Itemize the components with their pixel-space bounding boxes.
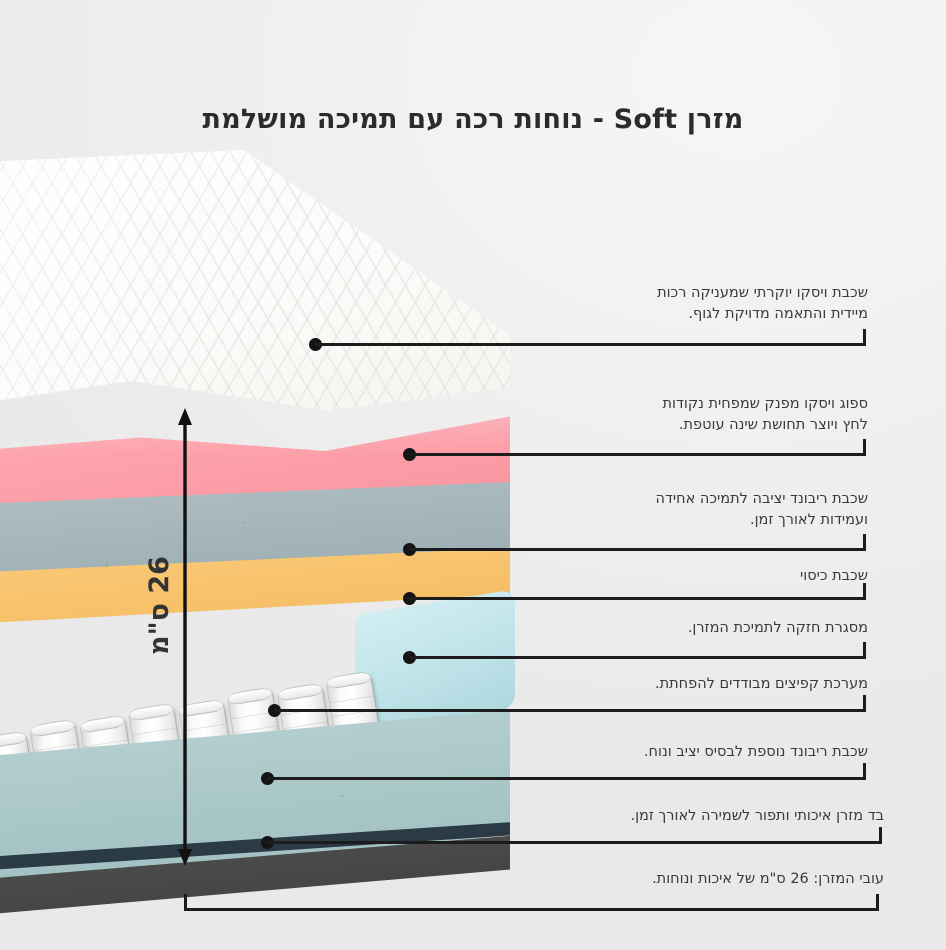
- callout-leader-line: [409, 656, 866, 659]
- callout-leader-line: [315, 343, 866, 346]
- callout-leader-end: [863, 583, 866, 599]
- callout-leader-line: [267, 777, 866, 780]
- callout-mattress-fabric: בד מזרן איכותי ותפור לשמירה לאורך זמן.: [258, 806, 884, 856]
- callout-text: שכבת ריבונד יציבה לתמיכה אחידה ועמידות ל…: [655, 491, 868, 529]
- callout-total-thickness: עובי המזרן: 26 ס"מ של איכות ונוחות.: [184, 869, 884, 919]
- callout-leader-start: [184, 894, 187, 910]
- callout-leader-end: [863, 329, 866, 345]
- callout-text: שכבת ריבונד נוספת לבסיס יציב ונוח.: [643, 744, 868, 760]
- callout-text: ספוג ויסקו מפנק שמפחית נקודות לחץ ויוצר …: [662, 396, 868, 434]
- double-arrow-vertical-icon: [172, 408, 198, 866]
- page-title: מזרן Soft - נוחות רכה עם תמיכה מושלמת: [202, 104, 744, 135]
- callout-visco-top: שכבת ויסקו יוקרתי שמעניקה רכות מיידית וה…: [300, 283, 868, 353]
- callout-rebond-lower: שכבת ריבונד נוספת לבסיס יציב ונוח.: [258, 742, 868, 792]
- callout-rebond-upper: שכבת ריבונד יציבה לתמיכה אחידה ועמידות ל…: [400, 489, 868, 559]
- callout-text: מערכת קפיצים מבודדים להפחתת.: [655, 676, 868, 692]
- callout-leader-line: [274, 709, 866, 712]
- thickness-label: 26 ס"מ: [143, 556, 175, 655]
- callout-leader-line: [409, 548, 866, 551]
- callout-leader-end: [863, 695, 866, 711]
- callout-leader-end: [879, 827, 882, 843]
- callout-visco-foam: ספוג ויסקו מפנק שמפחית נקודות לחץ ויוצר …: [400, 394, 868, 464]
- callout-text: שכבת כיסוי: [800, 568, 868, 584]
- callout-cover-layer: שכבת כיסוי: [400, 566, 868, 616]
- callout-text: עובי המזרן: 26 ס"מ של איכות ונוחות.: [652, 871, 884, 887]
- callout-support-frame: מסגרת חזקה לתמיכת המזרן.: [400, 618, 868, 668]
- callout-leader-line: [409, 597, 866, 600]
- callout-pocket-springs: מערכת קפיצים מבודדים להפחתת.: [265, 674, 868, 724]
- callout-text: מסגרת חזקה לתמיכת המזרן.: [687, 620, 868, 636]
- callout-leader-line: [267, 841, 882, 844]
- callout-leader-end: [863, 642, 866, 658]
- callout-text: שכבת ויסקו יוקרתי שמעניקה רכות מיידית וה…: [657, 285, 868, 323]
- callout-leader-end: [863, 439, 866, 455]
- callout-text: בד מזרן איכותי ותפור לשמירה לאורך זמן.: [630, 808, 884, 824]
- callout-leader-end: [863, 534, 866, 550]
- callout-leader-line: [184, 908, 879, 911]
- callout-leader-end: [876, 894, 879, 910]
- callout-leader-end: [863, 763, 866, 779]
- callout-leader-line: [409, 453, 866, 456]
